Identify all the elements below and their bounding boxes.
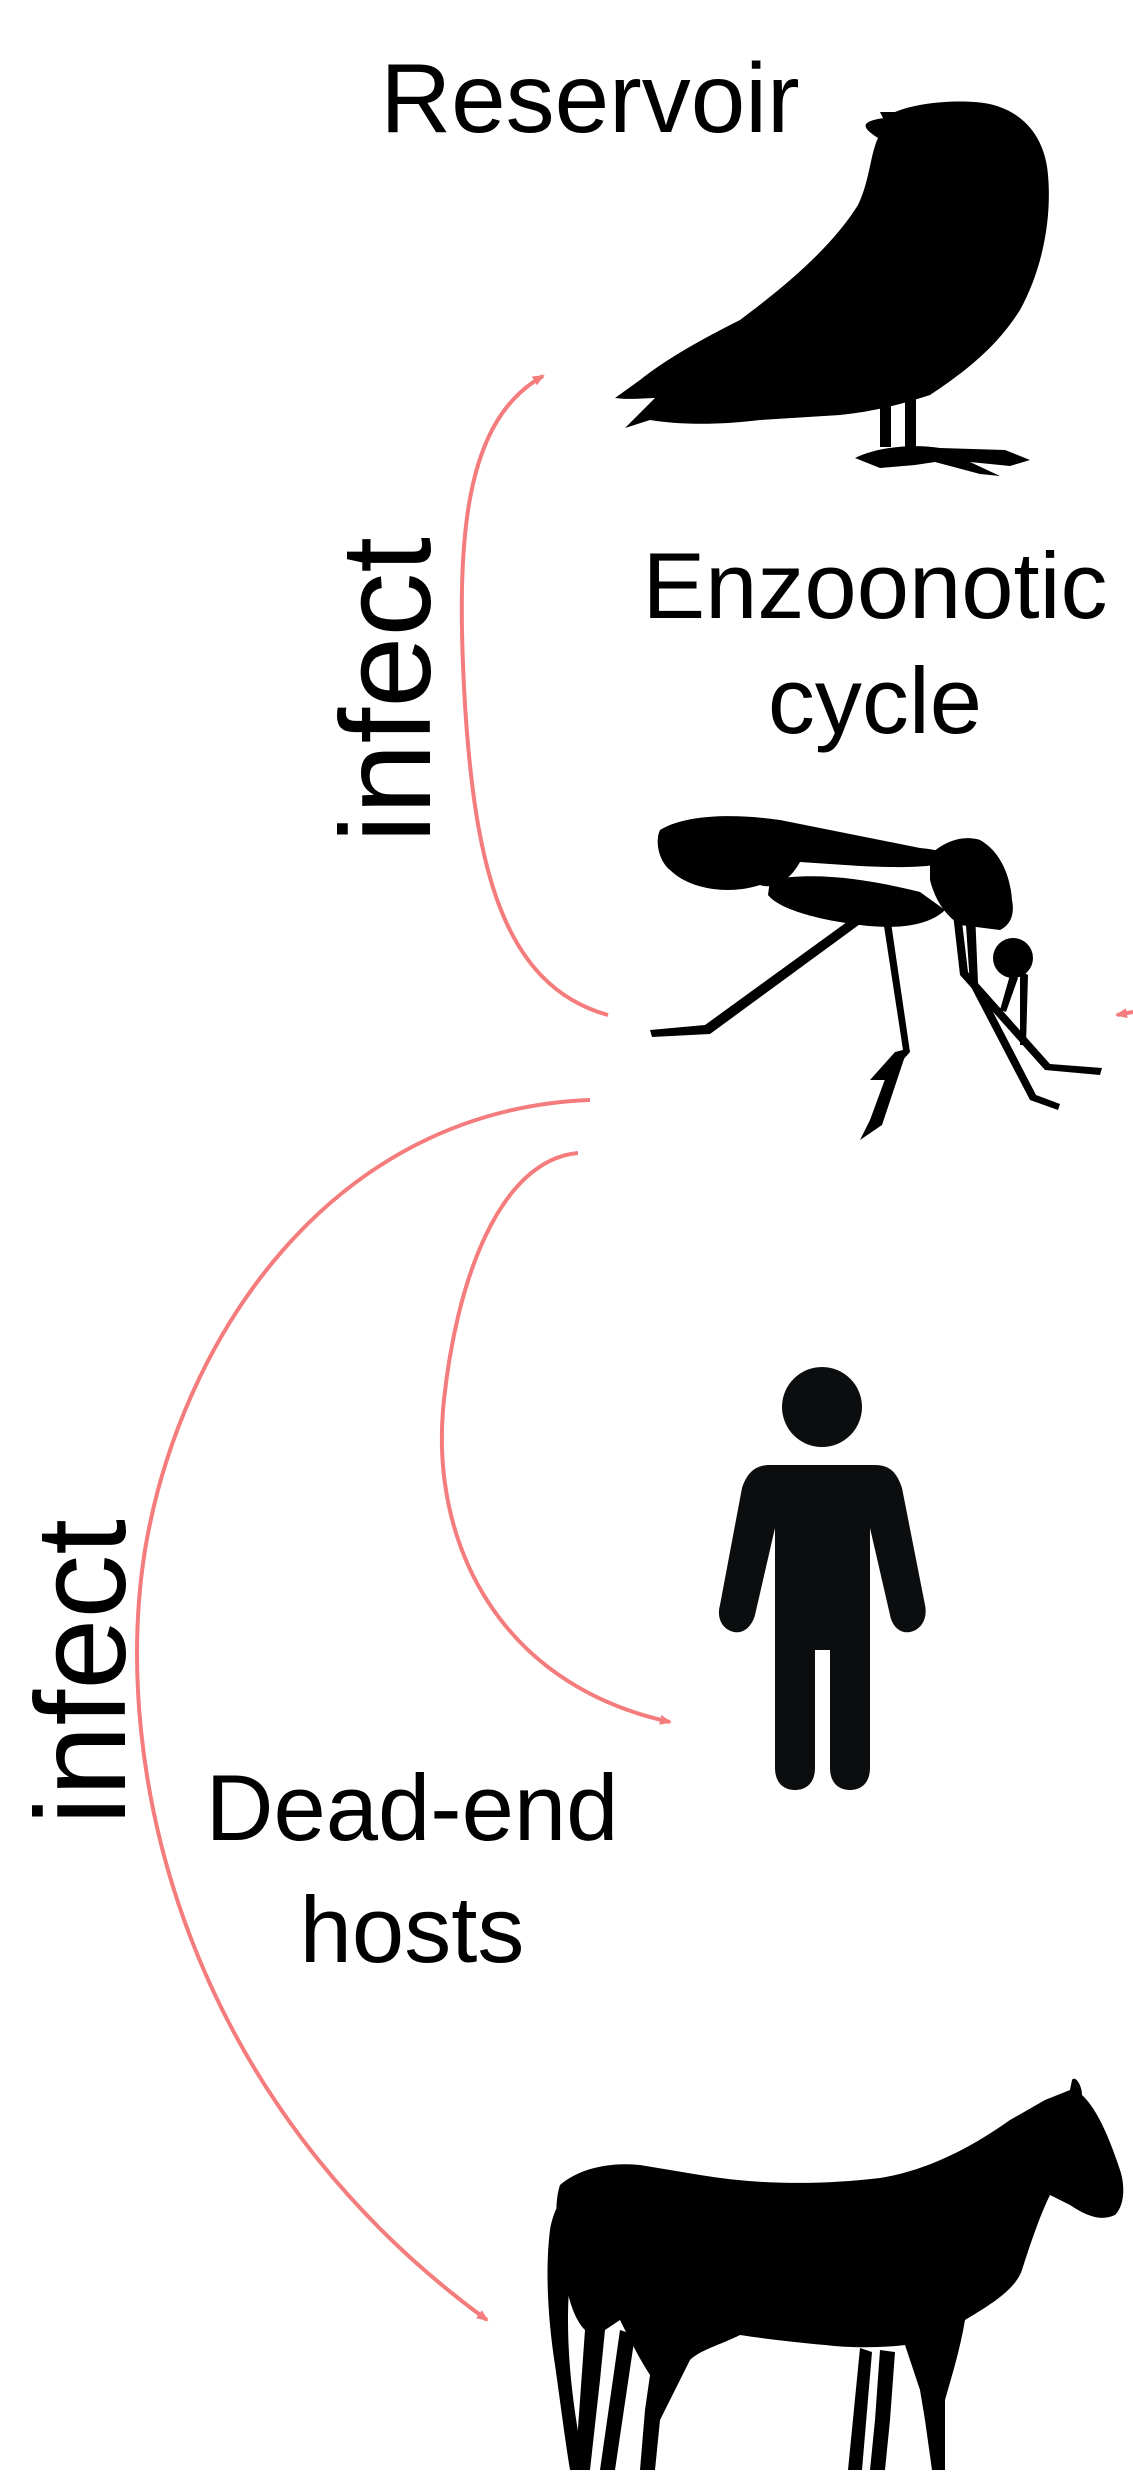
infect-label-upper: infect <box>315 537 458 843</box>
reservoir-label: Reservoir <box>380 43 799 153</box>
dead-end-label-line1: Dead-end <box>206 1755 619 1860</box>
mosquito-icon <box>650 816 1102 1140</box>
crow-icon <box>615 101 1049 476</box>
infect-arrow-mosquito-to-horse <box>137 1100 590 2320</box>
human-icon <box>719 1367 926 1790</box>
enzoonotic-label-line1: Enzoonotic <box>642 533 1107 638</box>
dead-end-label-line2: hosts <box>300 1877 525 1982</box>
enzoonotic-label-line2: cycle <box>768 648 982 753</box>
infect-label-lower: infect <box>10 1519 153 1825</box>
infect-arrow-crow-to-mosquito <box>1117 1012 1133 1015</box>
horse-icon <box>548 2079 1124 2470</box>
infect-arrow-mosquito-to-crow <box>462 376 608 1015</box>
infect-arrow-mosquito-to-human <box>442 1153 670 1722</box>
